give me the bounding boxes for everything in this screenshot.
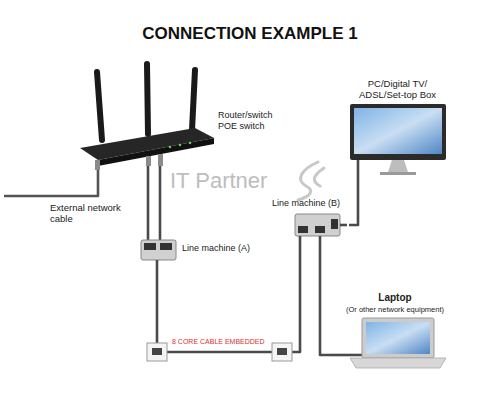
port xyxy=(315,226,325,233)
rj45-plug xyxy=(158,154,163,166)
cable-stub xyxy=(330,354,362,357)
device-label: Line machine (B) xyxy=(272,198,347,209)
monitor-bezel xyxy=(350,104,446,160)
jack-plate xyxy=(272,343,292,361)
device-label: Line machine (A) xyxy=(182,243,256,254)
rj45-plug xyxy=(146,156,151,166)
cable-stub xyxy=(340,224,347,227)
splitter-a xyxy=(141,232,176,266)
network-cable xyxy=(157,246,300,352)
port xyxy=(160,243,172,250)
watermark-logo xyxy=(298,162,324,200)
cable-stub xyxy=(357,160,360,176)
led xyxy=(189,142,191,144)
antenna xyxy=(192,70,195,130)
network-cable xyxy=(159,166,162,232)
port xyxy=(331,219,338,229)
antenna xyxy=(147,64,148,134)
device-node: Line machine (B) xyxy=(272,198,349,246)
router-icon xyxy=(80,64,214,170)
laptop-lid xyxy=(362,318,434,358)
splitter-body xyxy=(141,240,176,260)
jack-plate xyxy=(147,343,167,361)
led xyxy=(169,146,171,148)
device-node: PC/Digital TV/ ADSL/Set-top Box xyxy=(340,78,455,176)
device-node: Router/switch POE switch xyxy=(78,62,293,166)
network-cable xyxy=(147,166,150,232)
wall-jack xyxy=(147,343,167,361)
watermark: IT Partner xyxy=(170,168,294,194)
laptop-icon xyxy=(330,318,446,368)
device-label: PC/Digital TV/ ADSL/Set-top Box xyxy=(350,78,445,101)
splitter-body xyxy=(295,214,340,236)
monitor-icon xyxy=(350,104,446,176)
cable-label: External network cable xyxy=(50,202,132,225)
device-sublabel: (Or other network equipment) xyxy=(330,305,460,314)
cable-stub xyxy=(156,260,159,266)
monitor-base xyxy=(380,172,416,175)
device-node: Line machine (A) xyxy=(136,232,258,266)
network-cable xyxy=(349,176,358,225)
monitor-screen xyxy=(354,108,442,154)
laptop-screen xyxy=(366,322,430,354)
port xyxy=(298,226,308,233)
external-cable xyxy=(4,170,98,196)
device-label: Laptop xyxy=(330,292,460,304)
rj45-plug xyxy=(95,160,100,170)
cable-stub xyxy=(299,236,302,246)
cable-note: 8 CORE CABLE EMBEDDED xyxy=(172,338,270,346)
cable-stub xyxy=(319,236,322,246)
router-front xyxy=(98,138,214,166)
device-label: Router/switch POE switch xyxy=(218,110,290,132)
port xyxy=(144,243,156,250)
laptop-base xyxy=(350,358,446,368)
device-node: Laptop(Or other network equipment) xyxy=(330,292,462,378)
diagram-title: CONNECTION EXAMPLE 1 xyxy=(0,24,500,44)
splitter-b xyxy=(295,214,347,246)
jack-port xyxy=(152,348,162,355)
wall-jack xyxy=(272,343,292,361)
jack-port xyxy=(277,348,287,355)
antenna xyxy=(97,72,102,140)
monitor-stand xyxy=(388,160,408,172)
network-cable xyxy=(320,246,330,355)
swoosh xyxy=(314,168,324,186)
led xyxy=(179,144,181,146)
